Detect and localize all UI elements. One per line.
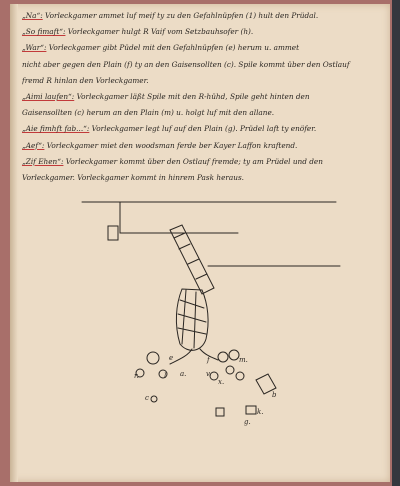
rope-line (199, 348, 219, 361)
label-b: b (272, 391, 277, 399)
rock (228, 349, 240, 361)
rock (235, 371, 245, 381)
rock (225, 365, 235, 375)
note-line-9: „Aef“: Vorleckgamer miet den woodsman fe… (22, 138, 372, 154)
note-line-7: Gaisensollten (c) herum an den Plain (m)… (22, 105, 372, 121)
page-gutter (10, 4, 18, 482)
small-box (245, 405, 257, 415)
note-text: Vorleckgamer ammet luf meif ty zu den Ge… (42, 11, 319, 20)
note-text: Gaisensollten (c) herum an den Plain (m)… (22, 108, 275, 118)
note-cue: „So fimaft“: (22, 27, 66, 37)
label-v: v. (206, 370, 211, 378)
note-line-2: „So fimaft“: Vorleckgamer hulgt R Vaif v… (22, 24, 372, 40)
note-text: Vorleckgamer gibt Püdel mit den Gefahlnü… (46, 43, 300, 53)
note-cue: „Zif Ehen“: (22, 156, 64, 166)
note-text: nicht aber gegen den Plain (f) ty an den… (22, 59, 350, 69)
note-text: Vorleckgamer kommt über den Ostlauf frem… (63, 156, 323, 166)
ramp-rung (178, 243, 191, 250)
ramp-rung (187, 258, 200, 265)
label-k: k. (257, 408, 263, 416)
note-text: Vorleckgamer läßt Spile mit den R-hühd, … (74, 92, 310, 102)
note-cue: „War“: (22, 43, 47, 53)
ramp-rung (173, 232, 186, 239)
handwritten-notes: „Na“: Vorleckgamer ammet luf meif ty zu … (22, 8, 372, 186)
note-cue: „Aie fimhft fab...“: (22, 124, 90, 134)
note-cue: „Aimi laufen“: (22, 92, 75, 102)
label-a: a. (180, 370, 186, 378)
ramp-rung (195, 273, 208, 280)
label-f: f (206, 356, 211, 364)
note-cue: „Na“: (22, 11, 43, 20)
label-m: m. (239, 356, 248, 364)
crate (255, 373, 277, 395)
note-line-10: „Zif Ehen“: Vorleckgamer kommt über den … (22, 154, 372, 170)
small-box (215, 407, 225, 417)
note-line-4: nicht aber gegen den Plain (f) ty an den… (22, 57, 372, 73)
net-hatch (177, 289, 207, 349)
label-l: l (164, 372, 166, 380)
rope-line (169, 348, 193, 365)
note-line-5: fremd R hinlan den Vorleckgamer. (22, 73, 372, 89)
label-c: c (145, 394, 149, 402)
label-e: e (169, 354, 173, 362)
ramp (169, 224, 215, 295)
rock (217, 351, 229, 363)
stage-sketch: m. f e l v. a. r. x. c b k. g. (81, 201, 341, 426)
rock (209, 371, 219, 381)
label-x: x. (218, 378, 224, 386)
note-text: Vorleckgamer miet den woodsman ferde ber… (44, 140, 298, 150)
note-text: Vorleckgamer legt luf auf den Plain (g).… (89, 124, 317, 134)
note-text: fremd R hinlan den Vorleckgamer. (22, 75, 149, 85)
note-cue: „Aef“: (22, 140, 45, 150)
rock (150, 395, 158, 403)
note-line-11: Vorleckgamer. Vorleckgamer kommt in hinr… (22, 170, 372, 186)
note-line-6: „Aimi laufen“: Vorleckgamer läßt Spile m… (22, 89, 372, 105)
note-line-1: „Na“: Vorleckgamer ammet luf meif ty zu … (22, 8, 372, 24)
net-structure (175, 288, 209, 351)
notebook-page (10, 4, 390, 482)
rock (158, 369, 168, 379)
note-line-8: „Aie fimhft fab...“: Vorleckgamer legt l… (22, 121, 372, 137)
small-block (107, 225, 119, 241)
note-text: Vorleckgamer hulgt R Vaif vom Setzbauhso… (65, 27, 254, 37)
rock (146, 351, 160, 365)
rock (135, 368, 145, 378)
label-r: r. (134, 372, 139, 380)
note-line-3: „War“: Vorleckgamer gibt Püdel mit den G… (22, 40, 372, 56)
label-g: g. (244, 418, 251, 426)
note-text: Vorleckgamer. Vorleckgamer kommt in hinr… (22, 173, 245, 183)
